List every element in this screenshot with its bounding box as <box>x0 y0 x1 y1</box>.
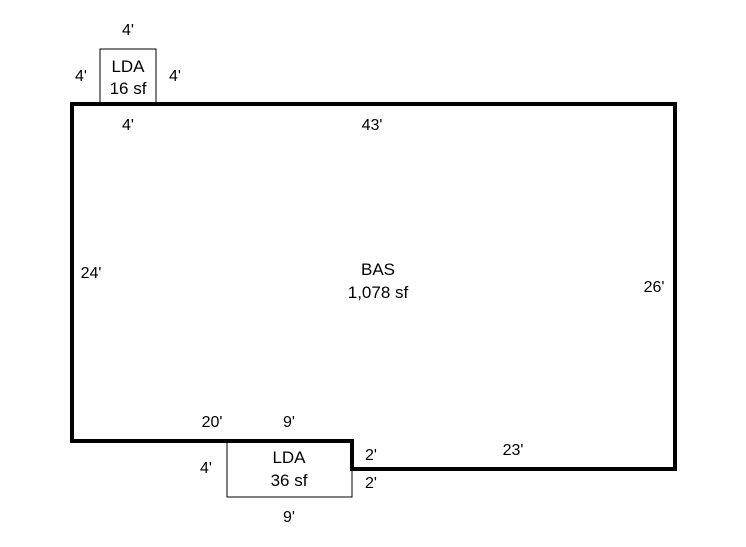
bas-dim-bottom-left: 20' <box>202 414 223 431</box>
bas-dim-top: 43' <box>362 117 383 134</box>
bas-dim-bottom-right: 23' <box>503 442 524 459</box>
lda-top-outline <box>99 48 157 105</box>
bas-dim-bottom-mid: 9' <box>283 414 295 431</box>
lda-top-code-label: LDA <box>111 57 145 76</box>
lda-bottom-dim-bottom: 9' <box>283 509 295 526</box>
lda-bottom-outline <box>226 441 353 498</box>
lda-top-dim-right: 4' <box>169 68 181 85</box>
bas-dim-right: 26' <box>644 279 665 296</box>
lda-bottom-dim-right: 2' <box>365 475 377 492</box>
bas-area-label: 1,078 sf <box>348 283 409 302</box>
lda-top-dim-top: 4' <box>122 22 134 39</box>
bas-dim-step: 2' <box>365 447 377 464</box>
bas-dim-top-left-inner: 4' <box>122 117 134 134</box>
lda-bottom-dim-left: 4' <box>200 460 212 477</box>
bas-dim-left: 24' <box>81 265 102 282</box>
bas-code-label: BAS <box>361 260 395 279</box>
lda-bottom-area-label: 36 sf <box>271 471 308 490</box>
lda-top-area-label: 16 sf <box>110 79 147 98</box>
lda-top-dim-left: 4' <box>75 68 87 85</box>
lda-bottom-code-label: LDA <box>272 448 306 467</box>
